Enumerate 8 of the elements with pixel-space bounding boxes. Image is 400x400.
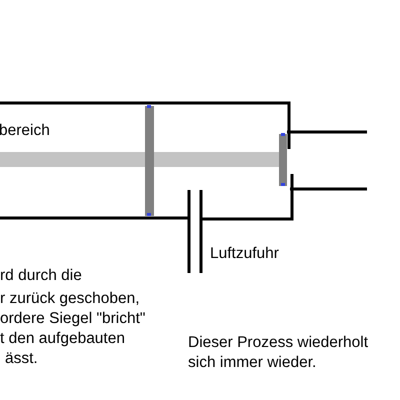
- text-fragment: ordere Siegel "bricht": [0, 309, 146, 329]
- text-fragment: r zurück geschoben,: [0, 289, 140, 309]
- text-fragment: bereich: [0, 121, 50, 141]
- text-fragment: t den aufgebauten: [0, 329, 125, 349]
- air-supply-label: Luftzufuhr: [210, 244, 279, 264]
- text-fragment: rd durch die: [0, 266, 82, 286]
- note-text: Dieser Prozess wiederholt sich immer wieder.: [188, 333, 370, 373]
- text-fragment: ässt.: [5, 349, 38, 369]
